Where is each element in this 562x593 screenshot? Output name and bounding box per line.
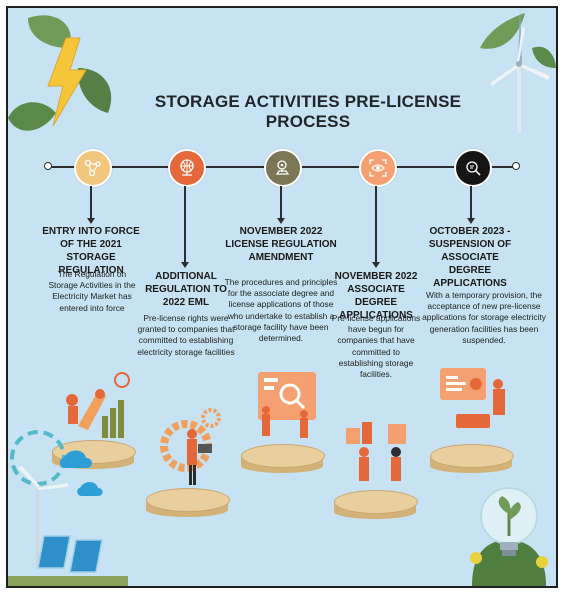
- step-2-icon-circle: [168, 149, 206, 187]
- step-1-icon-circle: [74, 149, 112, 187]
- step-5-connector: [470, 186, 472, 220]
- step-5-arrow: [467, 218, 475, 224]
- eco-bulb-illustration: [470, 487, 548, 586]
- presentation-team-illustration: [258, 372, 316, 438]
- step-3-connector: [280, 186, 282, 220]
- globe-network-icon: [180, 159, 194, 176]
- lightning-leaves-icon: [8, 15, 112, 131]
- step-3-arrow: [277, 218, 285, 224]
- step-4-heading: NOVEMBER 2022 ASSOCIATE DEGREE APPLICATI…: [334, 271, 418, 321]
- dashboard-analyst-illustration: [440, 368, 505, 428]
- pedestal-2: [146, 488, 230, 520]
- gears-worker-illustration: [160, 408, 221, 485]
- pedestal-3: [241, 444, 325, 476]
- timeline-end-dot: [512, 162, 520, 170]
- step-4-body: Pre-license applications have begun for …: [331, 313, 421, 380]
- network-nodes-icon: [84, 159, 101, 177]
- step-4-arrow: [372, 262, 380, 268]
- step-5-icon-circle: [454, 149, 492, 187]
- step-3-icon-circle: [264, 149, 302, 187]
- page-title: STORAGE ACTIVITIES PRE-LICENSE PROCESS: [154, 92, 462, 131]
- step-2-connector: [184, 186, 186, 264]
- infographic-frame: STORAGE ACTIVITIES PRE-LICENSE PROCESS E…: [6, 6, 558, 588]
- step-3-heading: NOVEMBER 2022 LICENSE REGULATION AMENDME…: [225, 226, 337, 263]
- step-5-heading: OCTOBER 2023 - SUSPENSION OF ASSOCIATE D…: [428, 226, 512, 289]
- step-2-arrow: [181, 262, 189, 268]
- rocket-growth-illustration: [66, 372, 130, 438]
- wind-turbine-icon: [480, 8, 556, 133]
- step-1-heading: ENTRY INTO FORCE OF THE 2021 STORAGE REG…: [42, 226, 140, 276]
- location-search-icon: [275, 160, 290, 175]
- step-4-connector: [375, 186, 377, 264]
- step-5-body: With a temporary provision, the acceptan…: [422, 290, 546, 345]
- step-2-heading: ADDITIONAL REGULATION TO 2022 EML: [145, 271, 227, 308]
- focus-eye-icon: [369, 159, 387, 177]
- pedestal-5: [430, 444, 514, 476]
- step-1-connector: [90, 186, 92, 220]
- step-2-body: Pre-license rights were granted to compa…: [137, 313, 235, 357]
- step-4-icon-circle: [359, 149, 397, 187]
- timeline-start-dot: [44, 162, 52, 170]
- renewable-energy-illustration: [8, 430, 128, 586]
- step-1-arrow: [87, 218, 95, 224]
- step-3-body: The procedures and principles for the as…: [224, 277, 338, 344]
- pedestal-4: [334, 490, 418, 522]
- factory-workers-illustration: [346, 422, 406, 481]
- magnifier-document-icon: [466, 161, 481, 176]
- step-1-body: The Regulation on Storage Activities in …: [48, 269, 136, 313]
